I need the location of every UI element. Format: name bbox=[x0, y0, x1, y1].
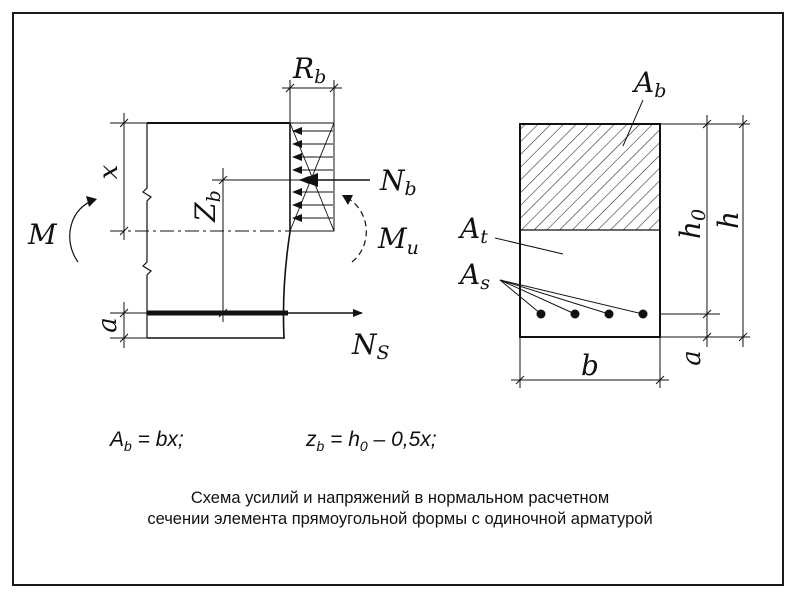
at-leader bbox=[494, 237, 564, 255]
label-ab: Ab bbox=[631, 66, 666, 102]
x-dimension bbox=[110, 113, 147, 240]
element-elevation bbox=[110, 122, 291, 339]
cross-section bbox=[519, 123, 661, 338]
zb-dimension bbox=[212, 168, 300, 322]
label-b: b bbox=[581, 349, 599, 382]
a-left-dimension bbox=[110, 302, 147, 348]
ab-leader bbox=[622, 99, 644, 147]
compressed-zone bbox=[520, 124, 660, 230]
label-a-right: a bbox=[677, 350, 707, 366]
formula-zb: zb = h0 – 0,5x; bbox=[306, 428, 437, 455]
label-h0: h0 bbox=[674, 209, 710, 239]
as-leaders bbox=[499, 279, 644, 315]
moment-m-arrow bbox=[69, 196, 97, 263]
label-nb: Nb bbox=[379, 164, 417, 200]
label-at: At bbox=[457, 212, 488, 248]
label-ns: NS bbox=[351, 328, 390, 364]
moment-mu-arrow bbox=[342, 195, 367, 263]
label-m: M bbox=[27, 218, 58, 251]
label-rb: Rb bbox=[292, 52, 326, 88]
label-as: As bbox=[457, 258, 490, 294]
stress-arrows bbox=[292, 127, 333, 222]
diagram-frame bbox=[12, 12, 784, 586]
formula-ab: Ab = bx; bbox=[110, 428, 184, 455]
diagram-caption: Схема усилий и напряжений в нормальном р… bbox=[0, 488, 800, 530]
caption-line-1: Схема усилий и напряжений в нормальном р… bbox=[190, 489, 610, 507]
b-dimension bbox=[511, 337, 669, 388]
label-mu: Mu bbox=[377, 222, 419, 259]
label-a-left: a bbox=[93, 317, 123, 333]
label-x: x bbox=[94, 164, 124, 179]
caption-line-2: сечении элемента прямоугольной формы с о… bbox=[147, 510, 653, 528]
label-zb: Zb bbox=[189, 190, 225, 223]
h-dimensions bbox=[660, 115, 750, 347]
label-h: h bbox=[712, 211, 745, 229]
rb-dimension bbox=[282, 80, 342, 123]
stress-block bbox=[289, 122, 370, 232]
